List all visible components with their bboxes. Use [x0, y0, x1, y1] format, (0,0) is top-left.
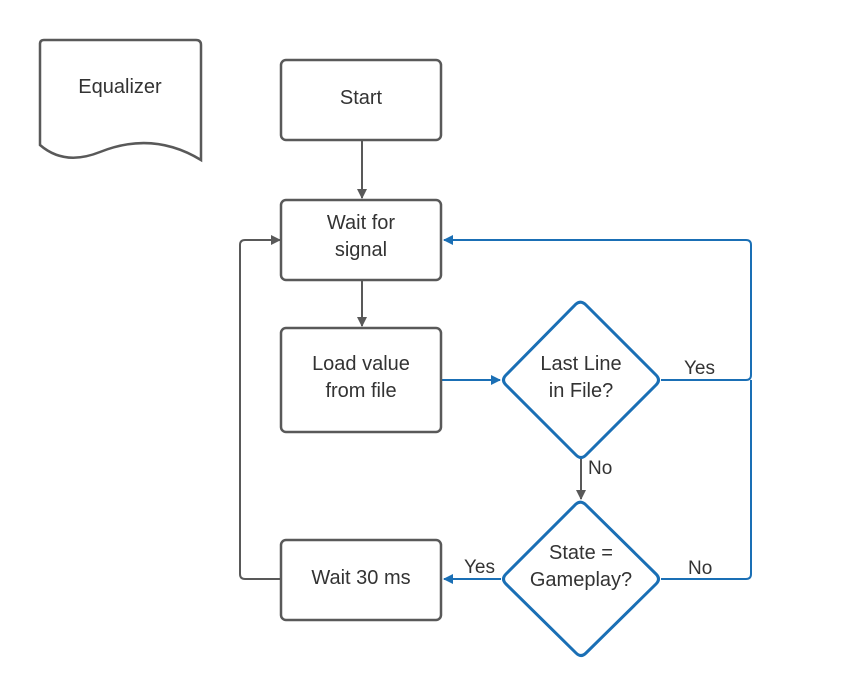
edge-label-last-line-yes: Yes — [684, 358, 715, 379]
edge-state-no-to-wait — [661, 380, 752, 580]
node-state-gameplay-label-line2: Gameplay? — [530, 569, 632, 591]
edge-label-state-no: No — [688, 558, 712, 579]
node-state-gameplay-label-line1: State = — [549, 542, 613, 564]
node-load-value: Load value from file — [279, 326, 443, 434]
node-wait-for-signal-label-line1: Wait for — [327, 212, 395, 234]
node-last-line-label-line1: Last Line — [540, 353, 621, 375]
node-last-line-label-line2: in File? — [549, 380, 613, 402]
node-wait-30ms: Wait 30 ms — [279, 538, 443, 622]
node-wait-for-signal-label-line2: signal — [335, 239, 387, 261]
node-load-value-label-line2: from file — [325, 380, 396, 402]
edge-label-last-line-no: No — [588, 458, 612, 479]
node-state-gameplay-decision: State = Gameplay? — [502, 500, 660, 657]
edge-wait30-loop-to-wait — [239, 235, 281, 580]
node-load-value-label-line1: Load value — [312, 353, 410, 375]
edges-blue — [442, 235, 752, 584]
node-wait-30ms-label: Wait 30 ms — [311, 567, 410, 589]
node-last-line-decision: Last Line in File? — [502, 300, 660, 459]
node-start: Start — [279, 58, 443, 142]
edge-label-state-yes: Yes — [464, 557, 495, 578]
edges-gray — [239, 141, 586, 580]
document-shape-equalizer: Equalizer — [38, 38, 203, 163]
document-label: Equalizer — [78, 76, 162, 98]
node-start-label: Start — [340, 87, 383, 109]
node-wait-for-signal: Wait for signal — [279, 198, 443, 282]
edge-lastline-yes-to-wait — [443, 235, 752, 381]
